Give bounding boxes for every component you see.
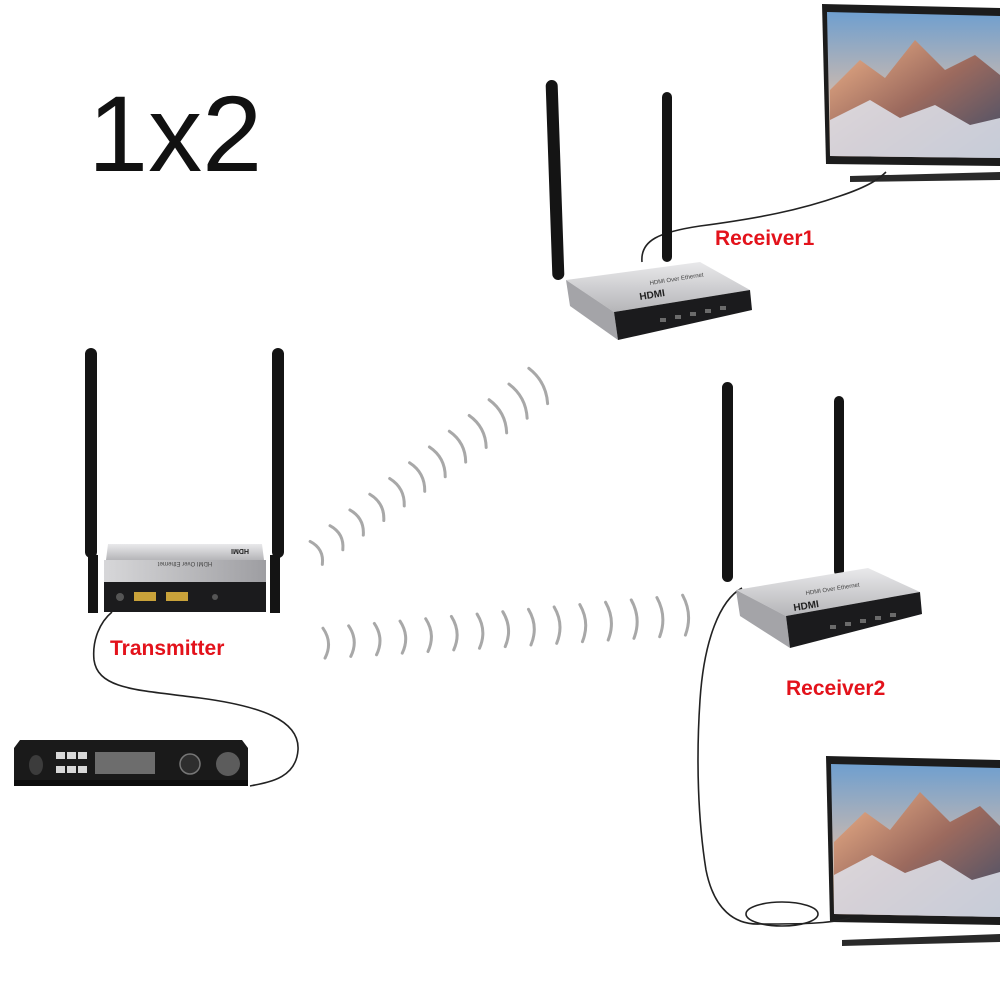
wifi-wave-icon — [410, 461, 429, 492]
tv-2-stand — [842, 934, 1000, 946]
wifi-wave-icon — [310, 539, 326, 564]
wifi-wave-icon — [509, 382, 531, 418]
media-player-icon — [14, 740, 248, 786]
wifi-wave-icon — [657, 597, 664, 637]
wifi-wave-icon — [449, 429, 469, 462]
wifi-wave-icon — [477, 614, 484, 649]
antenna-icon — [722, 382, 733, 582]
wifi-wave-icon — [350, 508, 367, 535]
wifi-wave-icon — [469, 413, 490, 447]
receiver1-label: Receiver1 — [715, 228, 814, 249]
wifi-wave-icon — [349, 626, 356, 657]
wifi-wave-icon — [426, 618, 433, 651]
wifi-wave-icon — [374, 623, 381, 655]
transmitter-device: HDMI Over Ethernet HDMI — [85, 348, 284, 613]
wireless-waves — [310, 366, 690, 658]
receiver2-label: Receiver2 — [786, 678, 885, 699]
wifi-wave-icon — [528, 609, 535, 645]
wifi-wave-icon — [323, 628, 330, 658]
diagram-title: 1x2 — [88, 80, 262, 188]
wifi-wave-icon — [580, 604, 587, 641]
wifi-wave-icon — [503, 611, 510, 646]
wifi-wave-icon — [554, 607, 561, 644]
receiver2-device: HDMI HDMI Over Ethernet — [722, 382, 922, 648]
transmitter-brand-text: HDMI — [231, 547, 249, 554]
receiver1-device: HDMI HDMI Over Ethernet — [546, 80, 752, 340]
cable-loop — [746, 902, 818, 926]
wifi-wave-icon — [683, 595, 690, 635]
tv-1 — [822, 4, 1000, 182]
antenna-icon — [546, 80, 565, 280]
antenna-icon — [272, 348, 284, 558]
antenna-icon — [85, 348, 97, 558]
wifi-wave-icon — [330, 524, 347, 550]
wifi-wave-icon — [489, 398, 511, 433]
wifi-wave-icon — [390, 476, 409, 506]
wifi-wave-icon — [606, 602, 613, 640]
antenna-icon — [834, 396, 844, 576]
tv-1-stand — [850, 172, 1000, 182]
wifi-wave-icon — [631, 600, 638, 639]
wifi-wave-icon — [400, 621, 407, 653]
wifi-wave-icon — [429, 445, 449, 477]
transmitter-product-text: HDMI Over Ethernet — [157, 560, 212, 566]
tv-2 — [826, 756, 1000, 946]
wifi-wave-icon — [370, 492, 388, 520]
antenna-icon — [662, 92, 672, 262]
wifi-wave-icon — [529, 366, 552, 403]
transmitter-label: Transmitter — [110, 638, 224, 659]
wifi-wave-icon — [451, 616, 458, 650]
